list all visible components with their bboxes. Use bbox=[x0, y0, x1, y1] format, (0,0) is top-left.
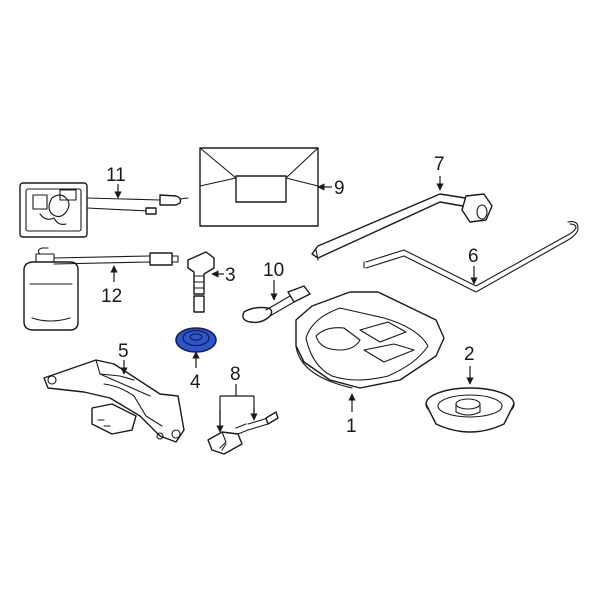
spare-tire-tray-part[interactable] bbox=[295, 291, 445, 389]
hold-down-cup-part[interactable] bbox=[425, 387, 515, 433]
callout-2[interactable]: 2 bbox=[464, 344, 475, 365]
callout-4[interactable]: 4 bbox=[190, 372, 201, 393]
tool-bag-part[interactable] bbox=[199, 147, 319, 227]
air-compressor-part[interactable] bbox=[19, 182, 189, 238]
sealant-bottle-part[interactable] bbox=[23, 247, 179, 331]
lug-wrench-part[interactable] bbox=[311, 193, 493, 261]
callout-10[interactable]: 10 bbox=[263, 260, 284, 281]
callout-9[interactable]: 9 bbox=[334, 178, 345, 199]
callout-6[interactable]: 6 bbox=[468, 246, 479, 267]
callout-12[interactable]: 12 bbox=[101, 286, 122, 307]
valve-connector-part[interactable] bbox=[187, 251, 215, 313]
callout-3[interactable]: 3 bbox=[225, 265, 236, 286]
callout-5[interactable]: 5 bbox=[118, 341, 129, 362]
callout-7[interactable]: 7 bbox=[434, 154, 445, 175]
callout-11[interactable]: 11 bbox=[106, 165, 126, 186]
callout-8[interactable]: 8 bbox=[230, 364, 241, 385]
scissor-jack-part[interactable] bbox=[43, 359, 185, 443]
valve-tool-part[interactable] bbox=[207, 411, 279, 455]
jack-handle-rod-part[interactable] bbox=[363, 221, 579, 293]
callout-1[interactable]: 1 bbox=[346, 416, 357, 437]
callout-8-leader bbox=[219, 384, 255, 428]
tow-hook-part[interactable] bbox=[242, 285, 311, 324]
plug-part[interactable] bbox=[175, 327, 217, 353]
